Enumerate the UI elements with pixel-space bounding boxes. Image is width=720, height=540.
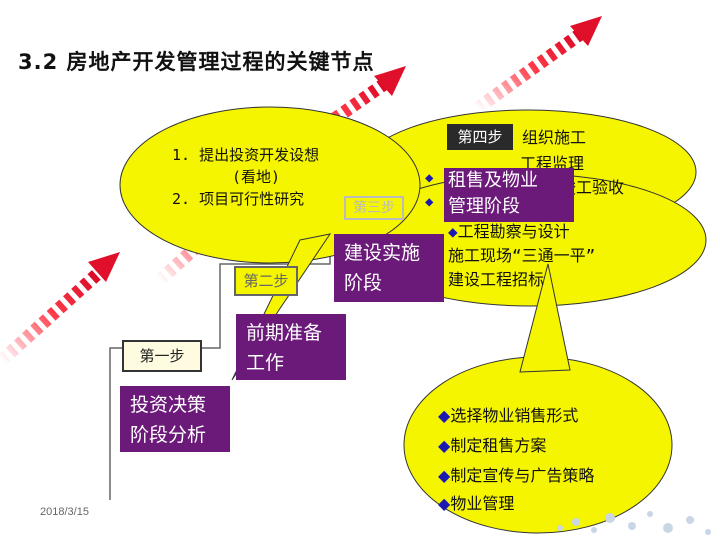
- step1-stage-line2: 阶段分析: [130, 424, 207, 446]
- step2-item-1: 1. 提出投资开发设想: [172, 146, 320, 164]
- step2-item-2: (看地): [232, 168, 281, 186]
- step3-stage-line2: 阶段: [344, 272, 383, 294]
- step4-stage-line2: 管理阶段: [448, 196, 520, 217]
- step3-item-3: 建设工程招标: [448, 270, 545, 289]
- step3-stage-line1: 建设实施: [344, 242, 421, 264]
- footer-date: 2018/3/15: [40, 506, 89, 518]
- bullet-icon: ◆: [438, 436, 451, 455]
- step4-bottom-item-1: ◆选择物业销售形式: [438, 406, 579, 425]
- growth-arrow-1: [0, 252, 120, 365]
- step3-label: 第三步: [344, 196, 404, 220]
- bullet-icon: ◆: [438, 466, 451, 485]
- step4-bottom-item-2: ◆制定租售方案: [438, 436, 547, 455]
- step1-stage-line1: 投资决策: [130, 394, 207, 416]
- page-title: 3.2 房地产开发管理过程的关键节点: [18, 50, 375, 74]
- step1-label: 第一步: [122, 340, 202, 372]
- bullet-icon: ◆: [448, 222, 458, 241]
- step2-stage-line1: 前期准备: [246, 322, 323, 344]
- decorative-dots: [557, 511, 711, 535]
- step2-stage-box: 前期准备 工作: [236, 314, 346, 380]
- callout-bottom: [403, 263, 673, 534]
- step4-bottom-item-4: ◆物业管理: [438, 494, 515, 513]
- step4-stage-line1: 租售及物业: [448, 170, 538, 191]
- step4-item-1: 组织施工: [522, 128, 587, 147]
- step3-stage-box: 建设实施 阶段: [334, 234, 444, 302]
- step2-stage-line2: 工作: [246, 352, 285, 374]
- bullet-icon: ◆: [425, 170, 434, 186]
- step4-label: 第四步: [447, 124, 513, 150]
- bullet-icon: ◆: [425, 194, 434, 210]
- bullet-icon: ◆: [438, 494, 451, 513]
- growth-arrow-3: [286, 66, 406, 156]
- step4-stage-box: 租售及物业 管理阶段: [444, 168, 574, 222]
- step4-bottom-item-3: ◆制定宣传与广告策略: [438, 466, 595, 485]
- step4-item-3: 竣工验收: [560, 178, 625, 197]
- step2-item-3: 2. 项目可行性研究: [172, 190, 305, 208]
- step3-item-1: ◆工程勘察与设计: [448, 222, 570, 241]
- step2-label: 第二步: [234, 266, 298, 296]
- step1-stage-box: 投资决策 阶段分析: [120, 386, 230, 452]
- growth-arrow-4: [474, 16, 602, 114]
- step3-item-2: 施工现场“三通一平”: [448, 246, 596, 265]
- bullet-icon: ◆: [438, 406, 451, 425]
